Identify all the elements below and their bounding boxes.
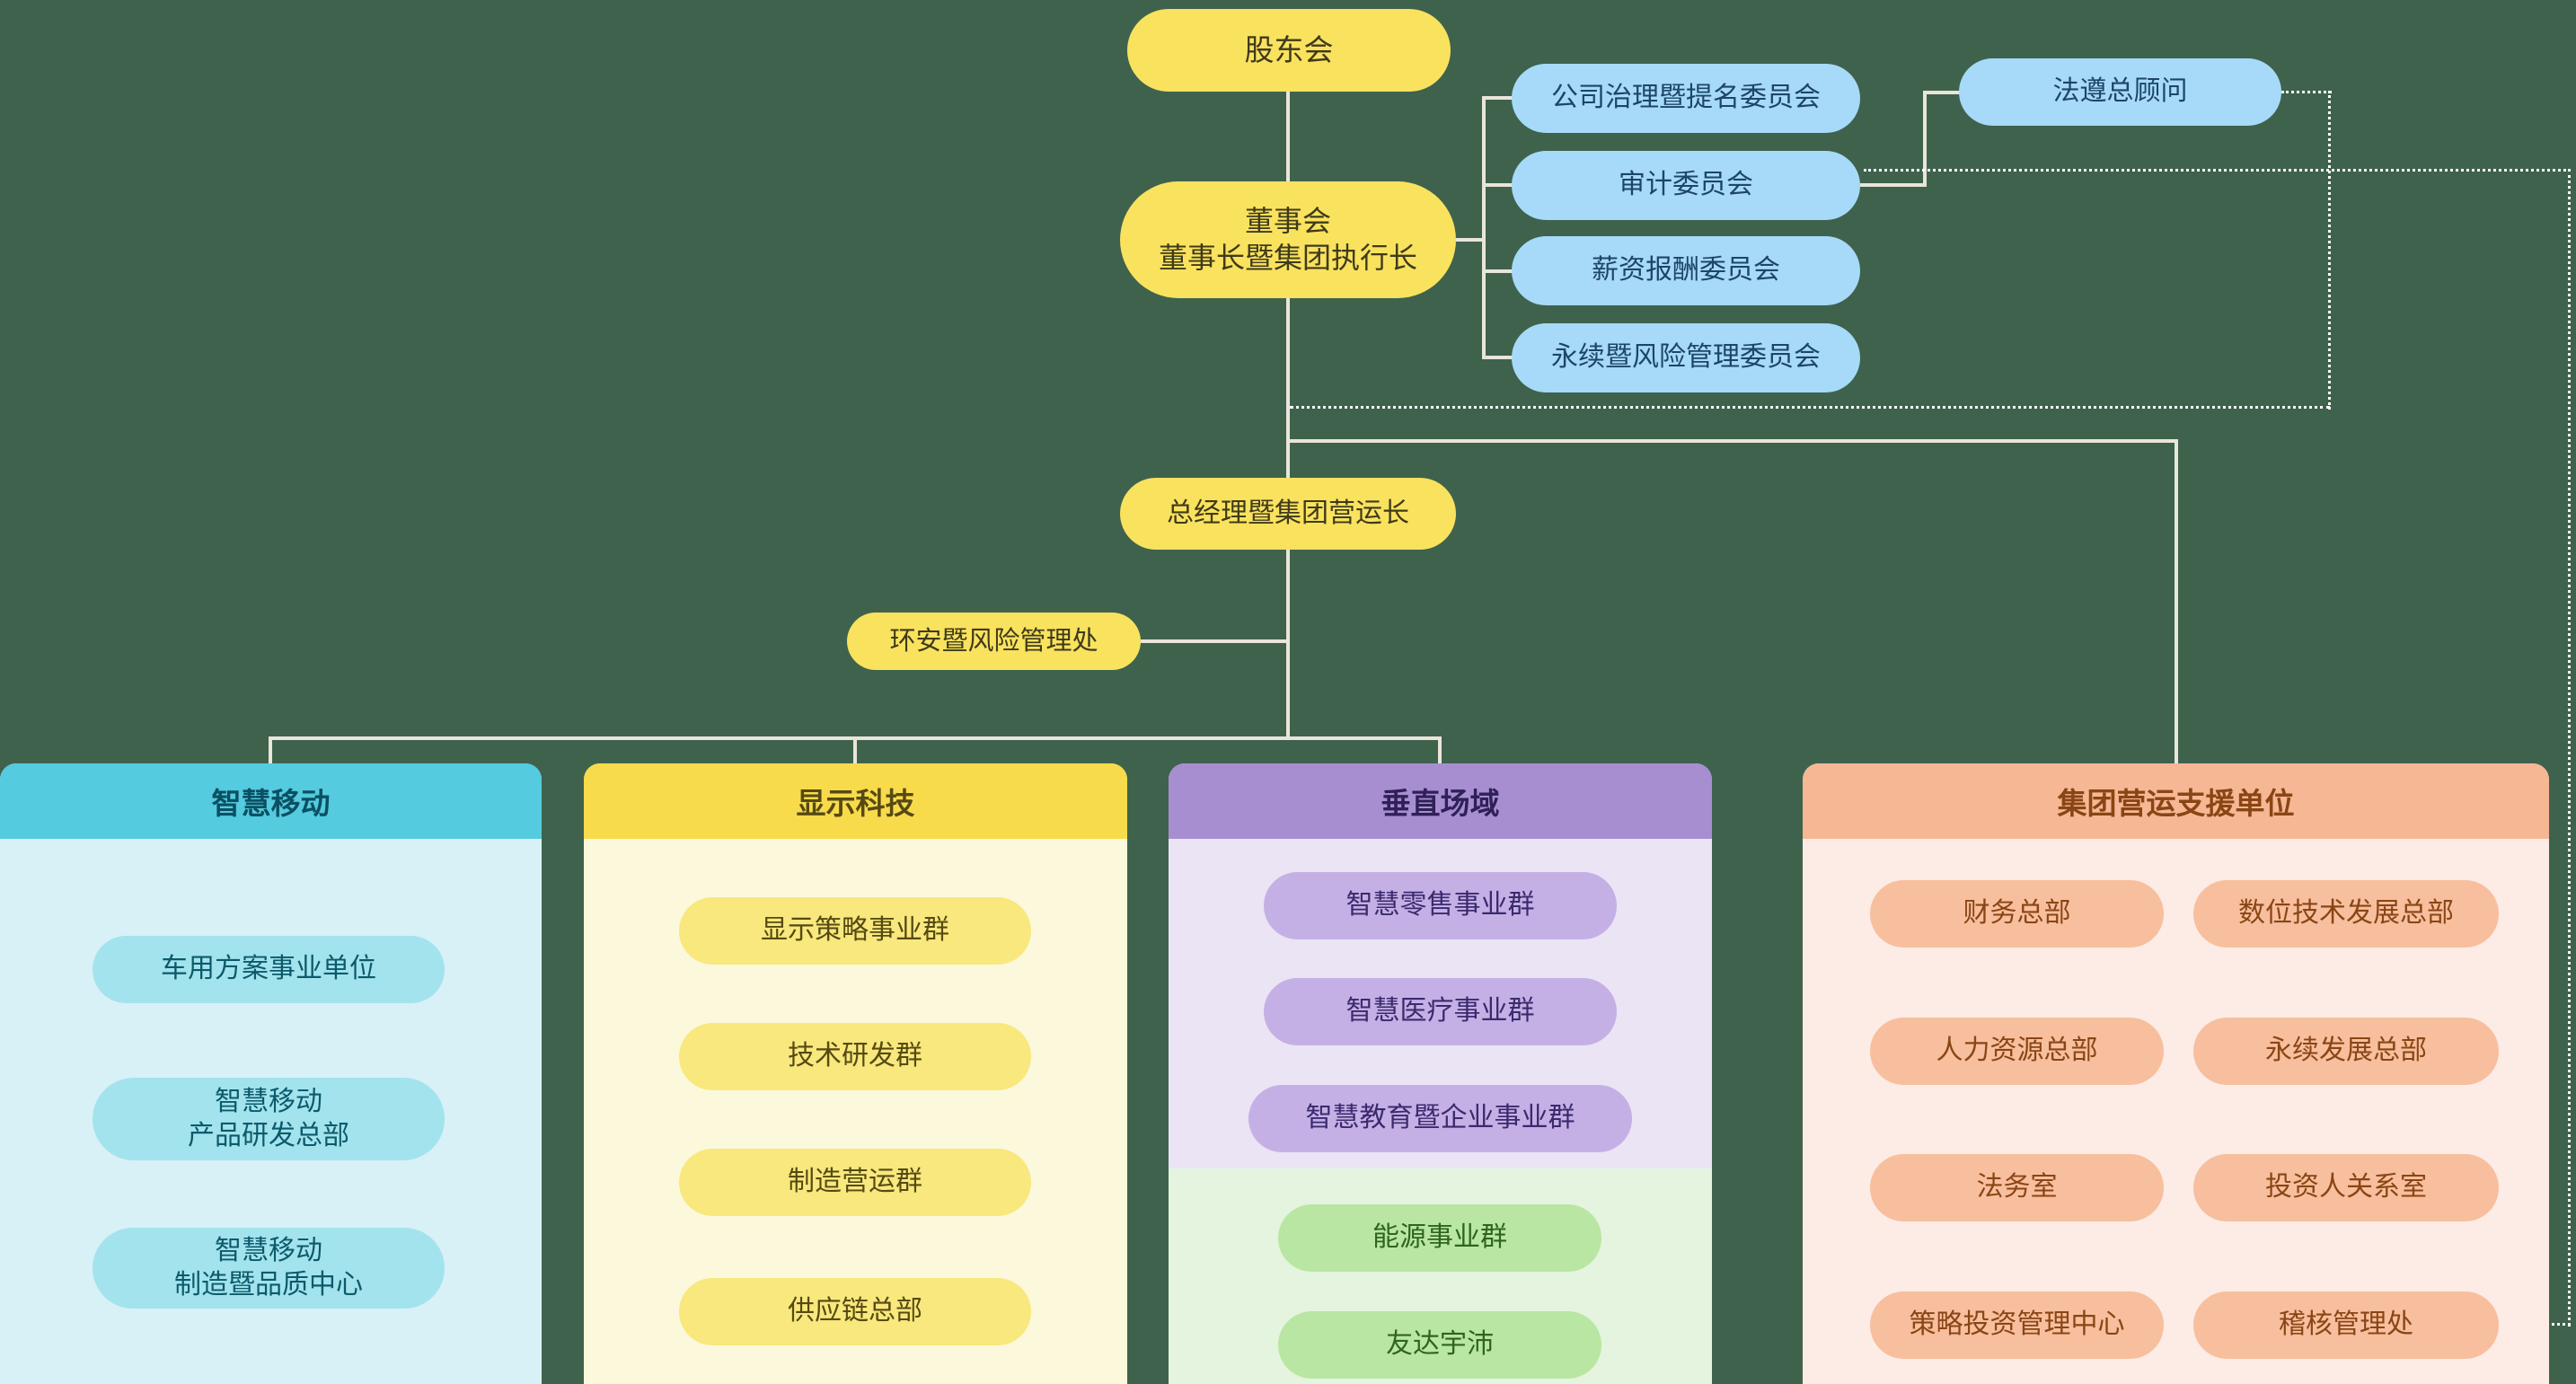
- connector-line: [2175, 439, 2178, 763]
- connector-line: [1923, 91, 1961, 94]
- org-unit-technology-rd: 技术研发群: [679, 1023, 1031, 1090]
- committee-compensation: 薪资报酬委员会: [1512, 236, 1860, 305]
- dotted-connector-line: [1290, 406, 2330, 409]
- committee-sustainability-risk: 永续暨风险管理委员会: [1512, 323, 1860, 392]
- shareholders-meeting-node: 股东会: [1127, 9, 1451, 92]
- connector-line: [1456, 238, 1486, 242]
- connector-line: [1923, 91, 1927, 187]
- org-unit-mobility-rd-hq: 智慧移动 产品研发总部: [93, 1078, 445, 1160]
- group-header-vertical-domains: 垂直场域: [1169, 763, 1712, 839]
- committee-audit: 审计委员会: [1512, 151, 1860, 220]
- org-unit-strategic-investment: 策略投资管理中心: [1870, 1291, 2164, 1359]
- org-unit-display-strategy: 显示策略事业群: [679, 897, 1031, 965]
- group-panel-smart-mobility: 智慧移动: [0, 763, 542, 1384]
- org-unit-finance-hq: 财务总部: [1870, 880, 2164, 948]
- board-of-directors-node: 董事会 董事长暨集团执行长: [1120, 181, 1456, 298]
- president-coo-node: 总经理暨集团营运长: [1120, 478, 1456, 550]
- org-unit-automotive-solutions: 车用方案事业单位: [93, 936, 445, 1003]
- dotted-connector-line: [2328, 91, 2331, 410]
- org-unit-investor-relations: 投资人关系室: [2193, 1154, 2499, 1221]
- connector-line: [1482, 96, 1514, 100]
- group-header-operations-support: 集团营运支援单位: [1803, 763, 2549, 839]
- dotted-connector-line: [1864, 169, 2571, 172]
- connector-line: [1286, 90, 1290, 183]
- dotted-connector-line: [2281, 91, 2332, 93]
- connector-line: [1438, 736, 1442, 763]
- org-unit-energy-business: 能源事业群: [1278, 1204, 1601, 1272]
- connector-line: [1860, 183, 1927, 187]
- connector-line: [1482, 356, 1514, 359]
- org-unit-smart-education-enterprise: 智慧教育暨企业事业群: [1248, 1085, 1632, 1152]
- org-unit-digital-tech-hq: 数位技术发展总部: [2193, 880, 2499, 948]
- connector-line: [853, 736, 857, 763]
- connector-line: [1286, 298, 1290, 480]
- org-unit-smart-healthcare: 智慧医疗事业群: [1264, 978, 1617, 1045]
- org-unit-auo-envirotech: 友达宇沛: [1278, 1311, 1601, 1379]
- connector-line: [1286, 548, 1290, 740]
- connector-line: [1482, 96, 1486, 359]
- org-unit-sustainability-hq: 永续发展总部: [2193, 1018, 2499, 1085]
- esh-risk-office-node: 环安暨风险管理处: [847, 613, 1141, 670]
- group-panel-vertical-domains: 垂直场域: [1169, 763, 1712, 1384]
- org-unit-mobility-mfg-quality: 智慧移动 制造暨品质中心: [93, 1228, 445, 1309]
- connector-line: [1482, 183, 1514, 187]
- group-header-display-technology: 显示科技: [584, 763, 1127, 839]
- connector-line: [1141, 639, 1288, 643]
- org-unit-manufacturing-ops: 制造营运群: [679, 1149, 1031, 1216]
- chief-compliance-counsel-node: 法遵总顾问: [1959, 58, 2281, 126]
- org-unit-legal-office: 法务室: [1870, 1154, 2164, 1221]
- org-unit-audit-management: 稽核管理处: [2193, 1291, 2499, 1359]
- connector-line: [1286, 439, 2178, 443]
- org-unit-smart-retail: 智慧零售事业群: [1264, 872, 1617, 939]
- org-unit-hr-hq: 人力资源总部: [1870, 1018, 2164, 1085]
- group-header-smart-mobility: 智慧移动: [0, 763, 542, 839]
- connector-line: [269, 736, 272, 763]
- org-unit-supply-chain-hq: 供应链总部: [679, 1278, 1031, 1345]
- dotted-connector-line: [2568, 169, 2571, 1327]
- connector-line: [1482, 269, 1514, 273]
- committee-governance-nomination: 公司治理暨提名委员会: [1512, 64, 1860, 133]
